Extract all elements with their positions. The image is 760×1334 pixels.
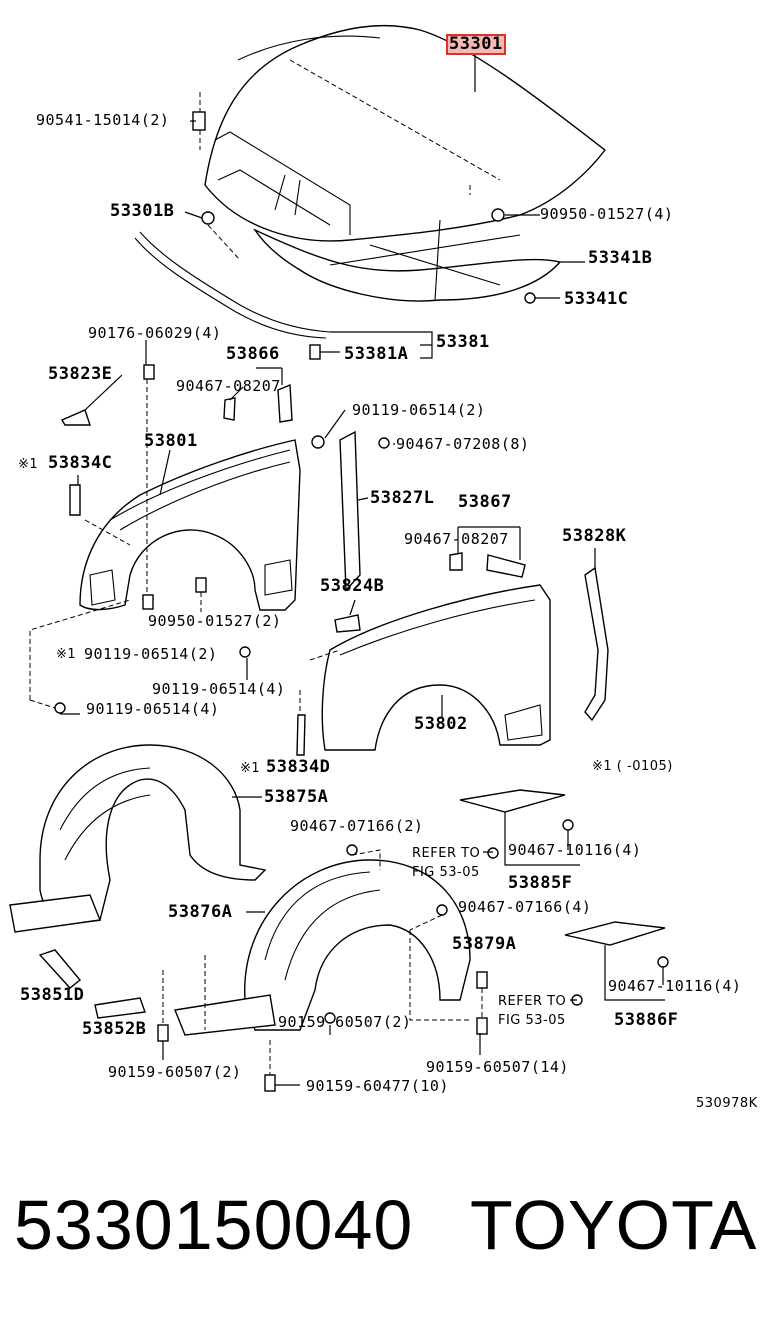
label-refer-2: REFER TO bbox=[498, 994, 567, 1009]
clip-90176 bbox=[143, 364, 155, 380]
label-bolt-90119-a: 90119-06514(2) bbox=[352, 401, 486, 419]
label-clip-90467-08207-b: 90467-08207 bbox=[404, 530, 509, 548]
label-clip-90950-fender: 90950-01527(2) bbox=[148, 612, 282, 630]
label-refer-1b: FIG 53-05 bbox=[412, 865, 480, 880]
label-screw-90159-c: 90159-60507(14) bbox=[426, 1058, 569, 1076]
bolt-90119-a bbox=[311, 435, 325, 449]
label-part-53852b: 53852B bbox=[82, 1019, 147, 1039]
label-liner-53875a: 53875A bbox=[264, 787, 329, 807]
label-clip-90467-07208: 90467-07208(8) bbox=[396, 435, 530, 453]
label-part-53879a: 53879A bbox=[452, 934, 517, 954]
label-clip-90467-10116-b: 90467-10116(4) bbox=[608, 977, 742, 995]
label-hood: 53301 bbox=[446, 34, 506, 55]
part-53827l bbox=[339, 430, 361, 592]
label-cover-53885f: 53885F bbox=[508, 873, 573, 893]
label-screw-90159-60477: 90159-60477(10) bbox=[306, 1077, 449, 1095]
left-liner bbox=[9, 744, 267, 933]
label-clip-90541: 90541-15014(2) bbox=[36, 111, 170, 129]
part-53866 bbox=[277, 383, 293, 423]
label-clip-90467-10116-a: 90467-10116(4) bbox=[508, 841, 642, 859]
label-part-53823e: 53823E bbox=[48, 364, 113, 384]
label-screw-90159-a: 90159-60507(2) bbox=[278, 1013, 412, 1031]
part-53834c bbox=[69, 484, 81, 516]
label-part-53867: 53867 bbox=[458, 492, 512, 512]
right-liner bbox=[174, 859, 471, 1036]
label-part-53828k: 53828K bbox=[562, 526, 627, 546]
label-fender-lh: 53801 bbox=[144, 431, 198, 451]
label-bolt-90119-c: 90119-06514(4) bbox=[152, 680, 286, 698]
label-note-mark-3: ※1 bbox=[240, 761, 261, 776]
part-53823e bbox=[60, 409, 91, 426]
label-clip-90950-hood: 90950-01527(4) bbox=[540, 205, 674, 223]
label-seal-53381: 53381 bbox=[436, 332, 490, 352]
label-bolt-90119-b: 90119-06514(2) bbox=[84, 645, 218, 663]
clip-90467-07208 bbox=[378, 437, 390, 449]
label-clip-90467-07166-b: 90467-07166(4) bbox=[458, 898, 592, 916]
hood-seal bbox=[134, 231, 331, 339]
label-screw-90159-b: 90159-60507(2) bbox=[108, 1063, 242, 1081]
label-refer-1: REFER TO bbox=[412, 846, 481, 861]
label-part-53851d: 53851D bbox=[20, 985, 85, 1005]
label-insulator-b: 53341B bbox=[588, 248, 653, 268]
label-cover-53886f: 53886F bbox=[614, 1010, 679, 1030]
label-fig-code: 530978K bbox=[696, 1096, 758, 1111]
label-liner-53876a: 53876A bbox=[168, 902, 233, 922]
brand-name: TOYOTA bbox=[470, 1186, 758, 1264]
label-clip-90467-08207-a: 90467-08207 bbox=[176, 377, 281, 395]
label-note-mark-1: ※1 bbox=[18, 457, 39, 472]
part-number: 5330150040 bbox=[14, 1186, 414, 1264]
clip-90467-08207-a bbox=[223, 397, 236, 421]
label-part-53834c: 53834C bbox=[48, 453, 113, 473]
footer-caption: 5330150040 TOYOTA bbox=[0, 1190, 760, 1270]
label-clip-90467-07166-a: 90467-07166(2) bbox=[290, 817, 424, 835]
hood-panel bbox=[204, 24, 606, 302]
label-part-53866: 53866 bbox=[226, 344, 280, 364]
label-insulator-c: 53341C bbox=[564, 289, 629, 309]
label-part-53827l: 53827L bbox=[370, 488, 435, 508]
label-clip-90176: 90176-06029(4) bbox=[88, 324, 222, 342]
cover-53886f bbox=[564, 921, 666, 946]
right-fender bbox=[321, 584, 551, 751]
label-note-mark-2: ※1 bbox=[56, 647, 77, 662]
label-note-range: ※1 ( -0105) bbox=[592, 759, 673, 774]
label-part-53824b: 53824B bbox=[320, 576, 385, 596]
label-seal-53381a: 53381A bbox=[344, 344, 409, 364]
parts-drawing bbox=[9, 24, 669, 1092]
label-hood-b: 53301B bbox=[110, 201, 175, 221]
label-fender-rh: 53802 bbox=[414, 714, 468, 734]
parts-diagram: 53301 90541-15014(2) 53301B 90950-01527(… bbox=[9, 24, 758, 1111]
cover-53885f bbox=[459, 789, 566, 813]
label-bolt-90119-d: 90119-06514(4) bbox=[86, 700, 220, 718]
label-part-53834d: 53834D bbox=[266, 757, 331, 777]
left-fender bbox=[79, 439, 301, 611]
label-refer-2b: FIG 53-05 bbox=[498, 1013, 566, 1028]
